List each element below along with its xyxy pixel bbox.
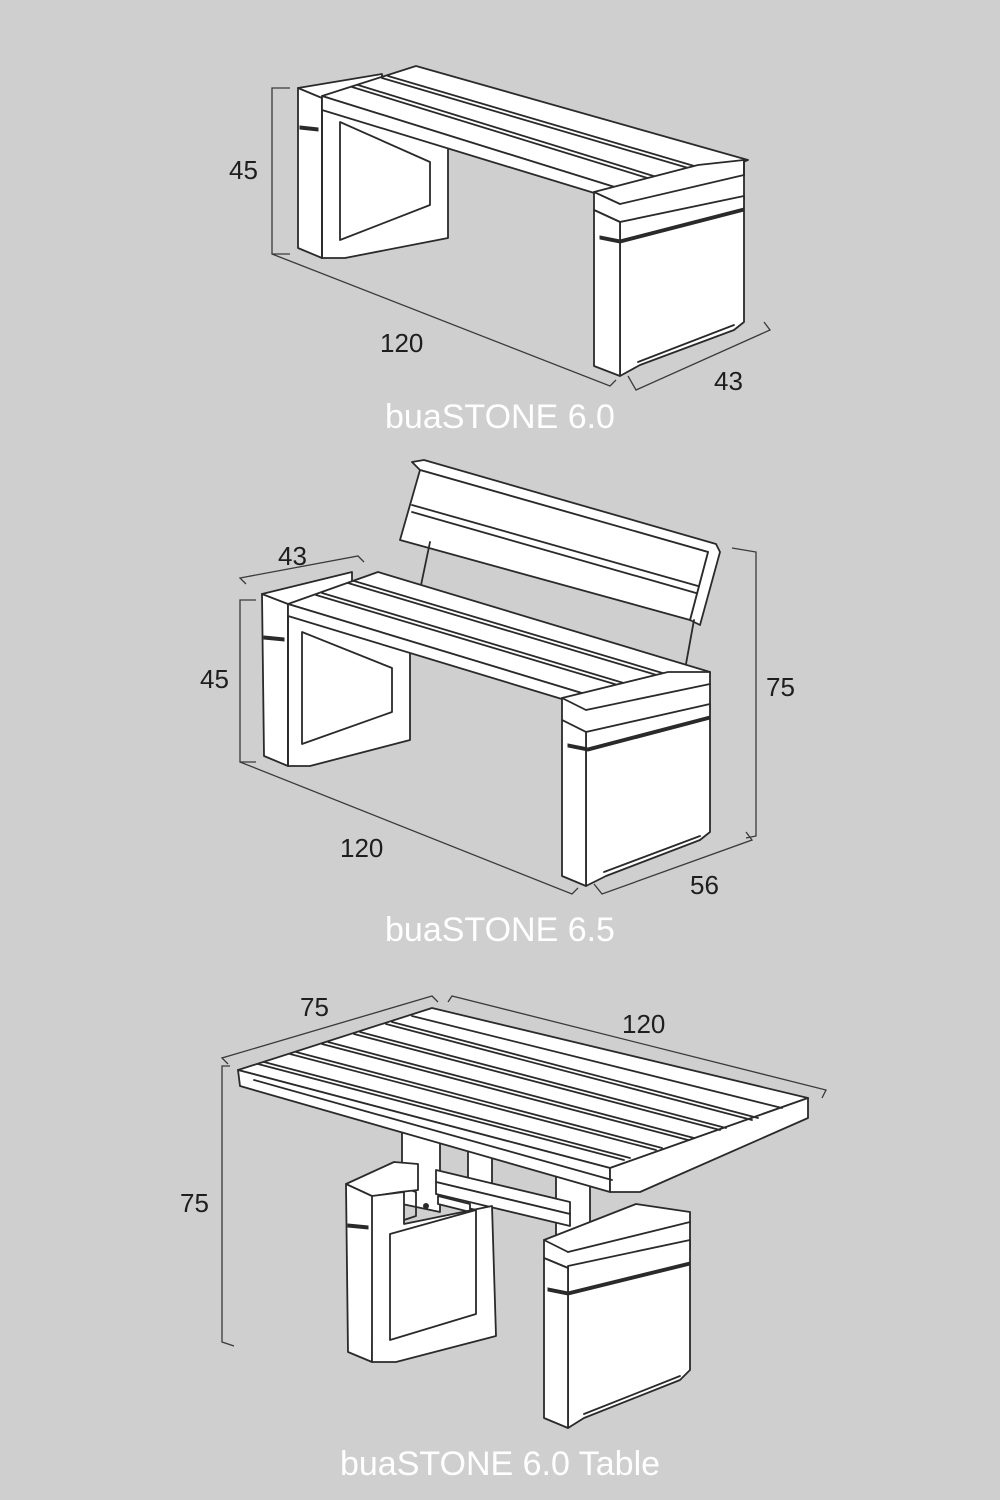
bench-6-0-dimension-lines bbox=[271, 87, 772, 391]
table-6-0-width-label: 75 bbox=[300, 992, 329, 1022]
bench-6-5-depth-label: 43 bbox=[278, 541, 307, 571]
bench-6-0-seat bbox=[321, 65, 749, 211]
bench-6-5-total-depth-label: 56 bbox=[690, 870, 719, 900]
table-6-0-title: buaSTONE 6.0 Table bbox=[340, 1445, 660, 1483]
bench-6-5-length-label: 120 bbox=[340, 833, 383, 863]
table-6-0-left-leg bbox=[345, 1161, 497, 1363]
bench-6-0-title: buaSTONE 6.0 bbox=[385, 398, 615, 436]
bench-6-5-title: buaSTONE 6.5 bbox=[385, 911, 615, 949]
table-6-0-dimension-lines bbox=[220, 995, 827, 1347]
bench-6-5-drawing bbox=[238, 459, 757, 895]
bench-6-5-back-height-label: 75 bbox=[766, 672, 795, 702]
table-6-0-frame bbox=[401, 1125, 599, 1253]
bench-6-0-right-leg bbox=[593, 159, 745, 377]
table-6-0-right-leg bbox=[543, 1203, 691, 1429]
bench-6-5-backrest bbox=[399, 459, 721, 665]
bench-6-0-depth-label: 43 bbox=[714, 366, 743, 396]
table-6-0-top bbox=[237, 1007, 809, 1193]
bench-6-5-right-leg bbox=[561, 671, 711, 887]
table-6-0-length-label: 120 bbox=[622, 1009, 665, 1039]
bench-6-5-seat bbox=[287, 571, 711, 717]
bench-6-0-length-label: 120 bbox=[380, 328, 423, 358]
table-6-0-height-label: 75 bbox=[180, 1188, 209, 1218]
bench-6-5-height-label: 45 bbox=[200, 664, 229, 694]
bench-6-0-height-label: 45 bbox=[229, 155, 258, 185]
bench-6-5-dimension-lines bbox=[238, 547, 757, 895]
table-6-0-drawing bbox=[220, 995, 827, 1429]
bench-6-0-drawing bbox=[271, 65, 772, 391]
